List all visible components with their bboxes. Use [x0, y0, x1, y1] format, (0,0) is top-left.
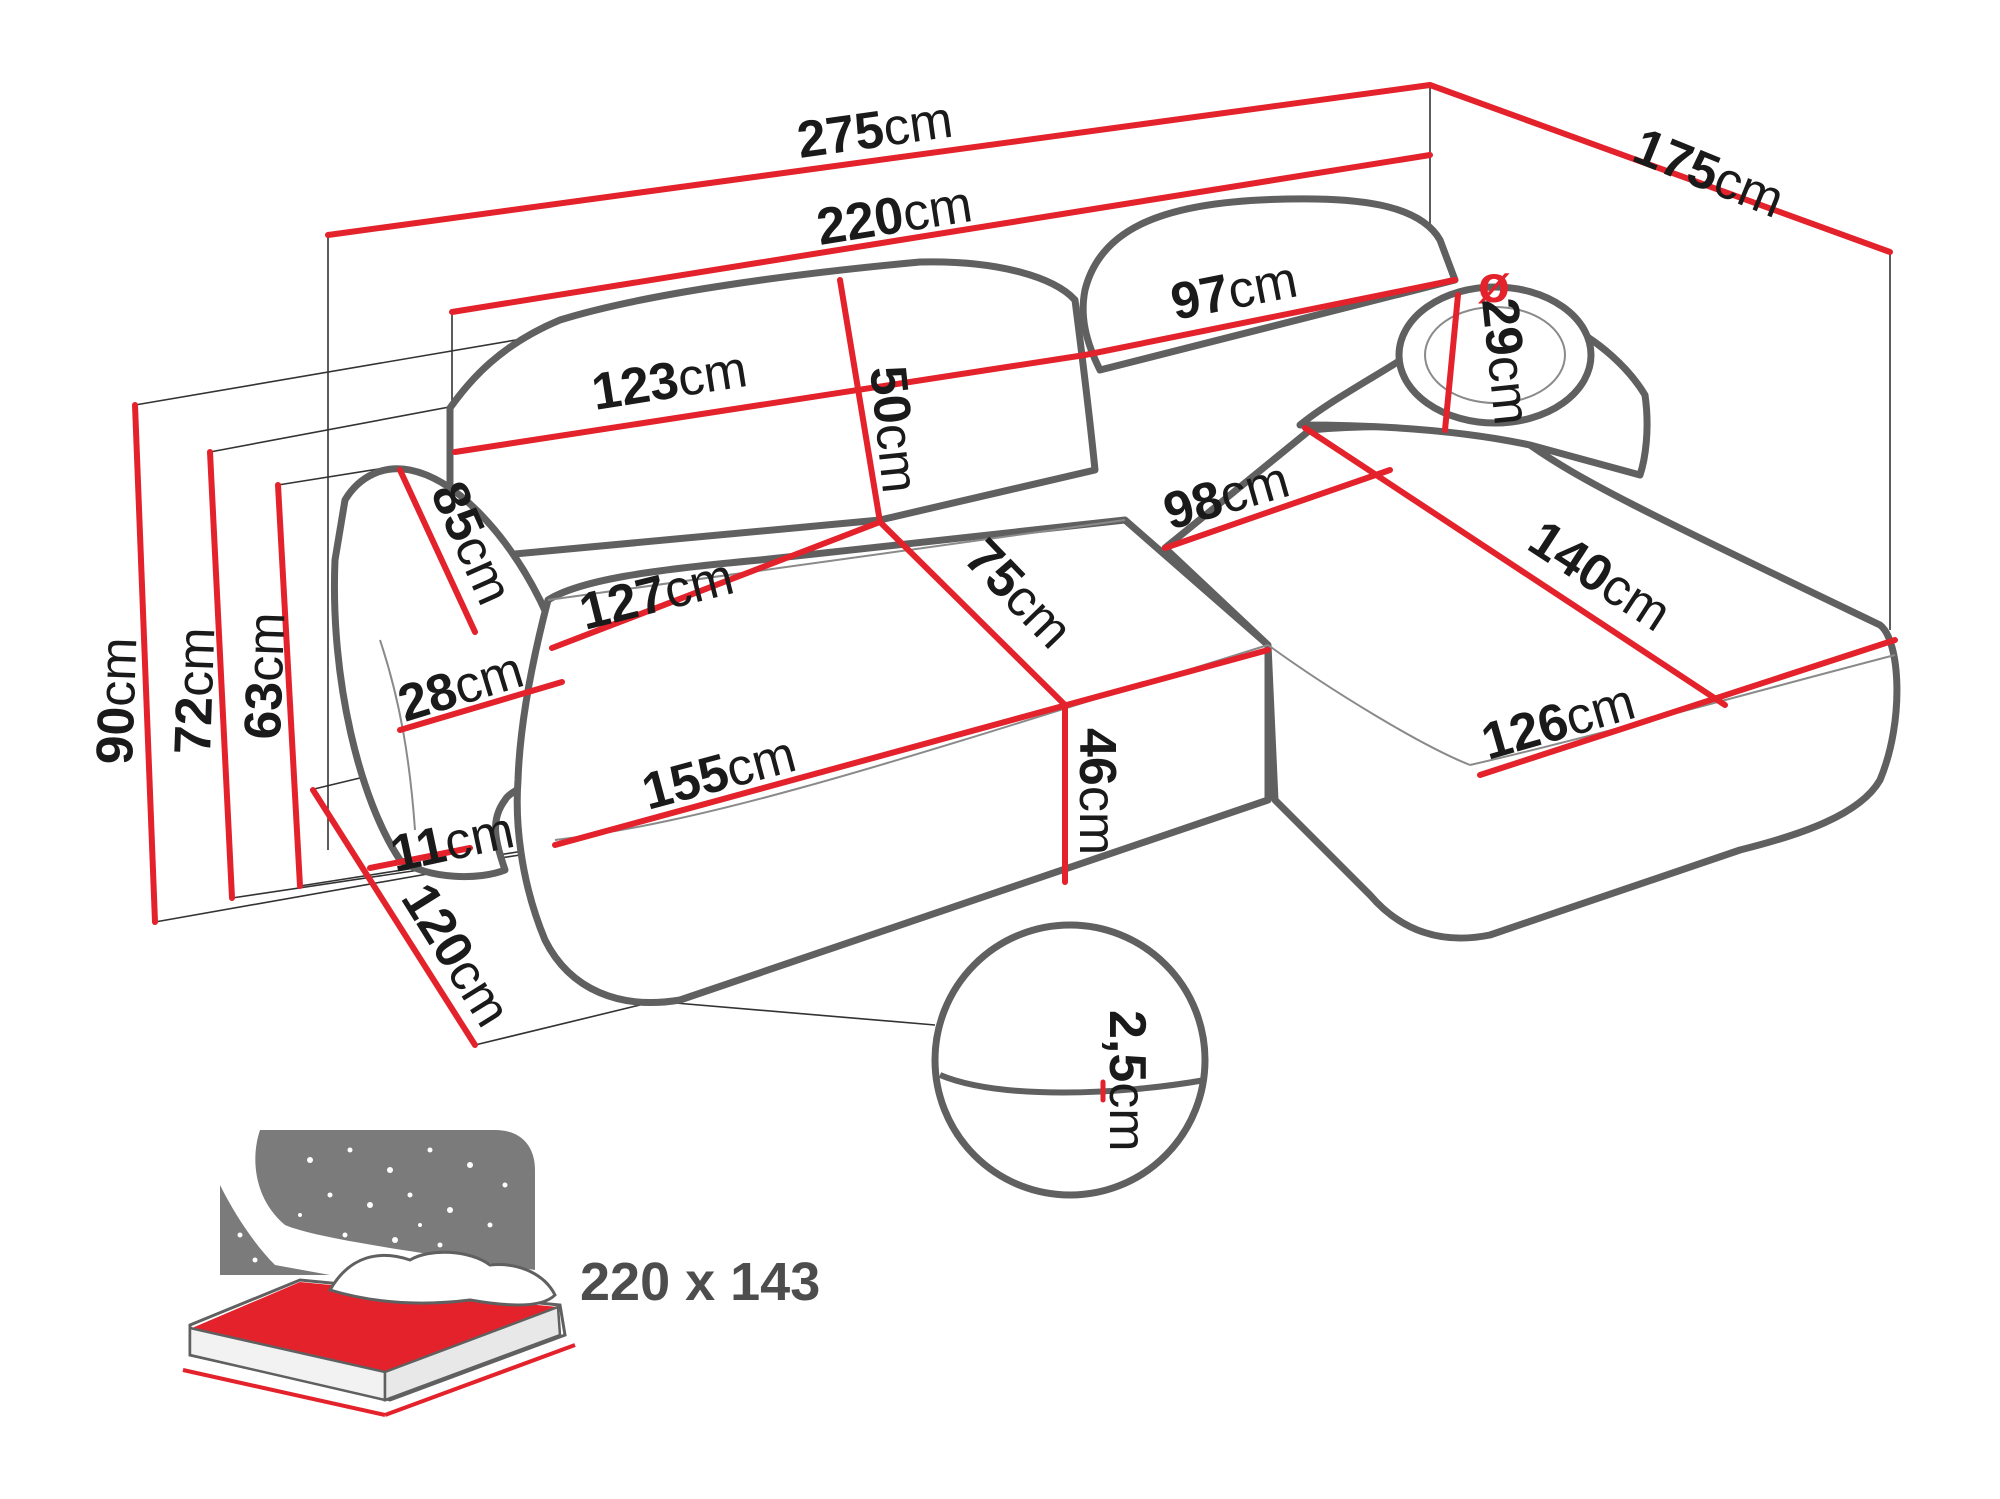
dim-line-11: [367, 845, 473, 871]
label-90: 90cm: [86, 636, 148, 765]
label-2-5: 2,5cm: [1098, 1010, 1156, 1152]
dim-line-85: [397, 467, 478, 635]
dim-line-29: [1442, 292, 1461, 433]
label-29: 29cm: [1470, 295, 1541, 428]
back-cushion-left: [446, 258, 1099, 564]
dimension-lines: [132, 81, 1898, 1048]
label-72: 72cm: [164, 626, 226, 755]
label-275: 275cm: [794, 91, 957, 170]
dim-line-98: [1162, 467, 1393, 551]
label-11: 11cm: [385, 801, 519, 884]
label-pillow-diameter-symbol: ø: [1478, 256, 1510, 314]
dim-line-120: [310, 787, 478, 1048]
dim-line-275: [325, 81, 1893, 255]
dim-line-63: [275, 482, 303, 889]
sofa-drawing: [330, 195, 1901, 1006]
detail-magnifier: [931, 921, 1209, 1199]
label-175: 175cm: [1626, 117, 1792, 229]
dim-line-72: [207, 449, 235, 901]
dim-line-50: [837, 277, 883, 525]
star-icons: [237, 1147, 508, 1263]
extension-lines: [134, 85, 1891, 1046]
dim-line-140: [1302, 425, 1728, 708]
dim-line-127: [549, 519, 883, 651]
label-63: 63cm: [234, 611, 296, 740]
bed-icon: 220 x 143: [182, 1130, 820, 1417]
dim-line-123: [452, 352, 1088, 455]
dim-line-90: [132, 402, 158, 925]
sleeping-area-label: 220 x 143: [580, 1252, 820, 1312]
label-123: 123cm: [588, 340, 751, 422]
dim-line-28: [397, 679, 565, 733]
dim-line-220: [449, 152, 1433, 315]
dim-line-75: [877, 519, 1068, 708]
back-cushion-right: [1079, 195, 1459, 374]
label-50: 50cm: [858, 363, 929, 496]
dim-line-97: [1082, 277, 1458, 358]
label-46: 46cm: [1068, 728, 1126, 855]
label-220: 220cm: [813, 175, 976, 257]
label-97: 97cm: [1166, 251, 1302, 332]
dim-line-126: [1477, 637, 1898, 778]
dim-line-155: [552, 647, 1271, 848]
